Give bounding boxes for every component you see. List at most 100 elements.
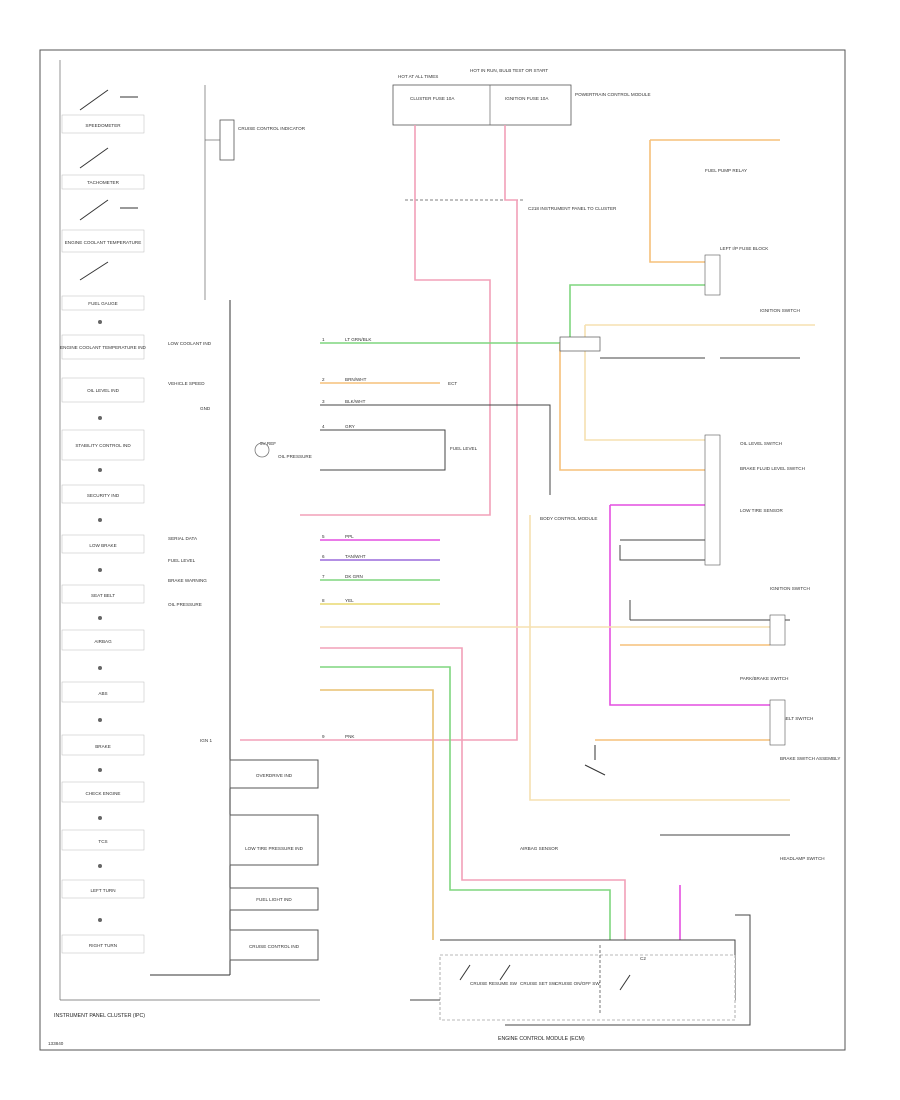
footer-code: 133840 bbox=[48, 1041, 64, 1046]
center-connector: BODY CONTROL MODULE bbox=[540, 336, 601, 521]
pin-row: 1 LT GRN/BLK LOW COOLANT IND bbox=[168, 337, 372, 346]
right-connectors bbox=[704, 254, 786, 746]
pin-row: 3 BLK/WHT GND bbox=[200, 399, 366, 411]
wires bbox=[240, 125, 815, 940]
svg-text:IGN 1: IGN 1 bbox=[200, 738, 212, 743]
svg-text:5: 5 bbox=[322, 534, 325, 539]
cluster-item-0: SPEEDOMETER bbox=[61, 89, 145, 134]
cluster-item-11: ABS bbox=[61, 681, 145, 703]
svg-text:SERIAL DATA: SERIAL DATA bbox=[168, 536, 198, 541]
indicator-label: LOW TIRE PRESSURE IND bbox=[245, 846, 304, 851]
component-label: AIRBAG SENSOR bbox=[520, 846, 559, 851]
wire-green-2 bbox=[569, 284, 705, 343]
cluster-item-3: FUEL GAUGE bbox=[61, 261, 145, 311]
cluster-item-label: BRAKE bbox=[95, 744, 111, 749]
component-label: BRAKE SWITCH ASSEMBLY bbox=[780, 756, 840, 761]
svg-text:6: 6 bbox=[322, 554, 325, 559]
cluster-item-label: SPEEDOMETER bbox=[85, 123, 121, 128]
svg-text:YEL: YEL bbox=[345, 598, 354, 603]
bulb-symbols bbox=[98, 320, 102, 922]
pin-row: 7 DK GRN BRAKE WARNING bbox=[168, 574, 363, 583]
cluster-item-6: STABILITY CONTROL IND bbox=[61, 429, 145, 461]
svg-text:LOW COOLANT IND: LOW COOLANT IND bbox=[168, 341, 212, 346]
cluster-item-1: TACHOMETER bbox=[61, 147, 145, 190]
cluster-item-10: AIRBAG bbox=[61, 629, 145, 651]
splice-label: C218 INSTRUMENT PANEL TO CLUSTER bbox=[528, 206, 617, 211]
wire-magenta-2 bbox=[609, 505, 770, 706]
cluster-item-label: RIGHT TURN bbox=[89, 943, 117, 948]
wire-orange-4 bbox=[559, 343, 705, 471]
switch-label: CRUISE ON/OFF SW bbox=[555, 981, 600, 986]
wire-tan-4 bbox=[529, 515, 790, 801]
cluster-title: INSTRUMENT PANEL CLUSTER (IPC) bbox=[54, 1013, 145, 1019]
component-label: PARK/BRAKE SWITCH bbox=[740, 676, 788, 681]
svg-text:FUEL LEVEL: FUEL LEVEL bbox=[168, 558, 196, 563]
cluster-item-2: ENGINE COOLANT TEMPERATURE bbox=[61, 199, 145, 253]
component-label: HEADLAMP SWITCH bbox=[780, 856, 825, 861]
wire-orange-1 bbox=[649, 140, 708, 263]
cluster-item-13: CHECK ENGINE bbox=[61, 781, 145, 803]
cluster-item-label: LOW BRAKE bbox=[89, 543, 116, 548]
svg-text:VEHICLE SPEED: VEHICLE SPEED bbox=[168, 381, 205, 386]
svg-text:PNK: PNK bbox=[345, 734, 355, 739]
pin-rows: 1 LT GRN/BLK LOW COOLANT IND 2 BRN/WHT V… bbox=[168, 337, 372, 743]
cluster-panel: SPEEDOMETER TACHOMETER ENGINE COOLANT TE… bbox=[48, 60, 320, 1046]
wire-pink-main bbox=[300, 125, 491, 516]
ground-icon bbox=[584, 745, 606, 776]
pin-row: 4 GRY 5V REF bbox=[260, 424, 355, 446]
cluster-item-label: CHECK ENGINE bbox=[86, 791, 121, 796]
bottom-switches: CRUISE RESUME SW CRUISE SET SW CRUISE ON… bbox=[439, 945, 736, 1042]
oil-gauge-icon: OIL PRESSURE bbox=[254, 442, 312, 459]
wire-tan-2 bbox=[584, 325, 705, 441]
wire-green-4 bbox=[320, 666, 611, 940]
switch-label: CRUISE RESUME SW bbox=[470, 981, 518, 986]
gauge-name: OIL PRESSURE bbox=[278, 454, 312, 459]
cluster-item-7: SECURITY IND bbox=[61, 484, 145, 504]
cluster-item-label: SECURITY IND bbox=[87, 493, 120, 498]
svg-text:GND: GND bbox=[200, 406, 211, 411]
lower-indicators: OVERDRIVE IND LOW TIRE PRESSURE IND FUEL… bbox=[229, 759, 319, 961]
component-label: FUEL PUMP RELAY bbox=[705, 168, 747, 173]
svg-text:2: 2 bbox=[322, 377, 325, 382]
svg-text:LT GRN/BLK: LT GRN/BLK bbox=[345, 337, 372, 342]
svg-text:BRN/WHT: BRN/WHT bbox=[345, 377, 367, 382]
indicator-label: OVERDRIVE IND bbox=[256, 773, 293, 778]
component-label: BRAKE FLUID LEVEL SWITCH bbox=[740, 466, 805, 471]
cluster-item-label: OIL LEVEL IND bbox=[87, 388, 120, 393]
svg-text:TAN/WHT: TAN/WHT bbox=[345, 554, 366, 559]
bcm-label: BODY CONTROL MODULE bbox=[540, 516, 597, 521]
cluster-item-5: OIL LEVEL IND bbox=[61, 377, 145, 403]
pin-row: 6 TAN/WHT FUEL LEVEL bbox=[168, 554, 366, 563]
cluster-item-label: AIRBAG bbox=[94, 639, 112, 644]
fuse-left-label: HOT AT ALL TIMES bbox=[398, 74, 438, 79]
fuse-block: HOT AT ALL TIMES HOT IN RUN, BULB TEST O… bbox=[392, 68, 651, 211]
gauge-name: ECT bbox=[448, 381, 457, 386]
switch-label: CRUISE SET SW bbox=[520, 981, 557, 986]
wire-pink-ign bbox=[240, 125, 518, 741]
gauge-name: FUEL LEVEL bbox=[450, 446, 478, 451]
component-label: LOW TIRE SENSOR bbox=[740, 508, 783, 513]
cluster-item-label: TCS bbox=[98, 839, 107, 844]
component-label: SEAT BELT SWITCH bbox=[770, 716, 813, 721]
cluster-item-16: RIGHT TURN bbox=[61, 934, 145, 954]
right-components: FUEL PUMP RELAY LEFT I/P FUSE BLOCK IGNI… bbox=[520, 168, 840, 861]
svg-text:BLK/WHT: BLK/WHT bbox=[345, 399, 366, 404]
relay-label: POWERTRAIN CONTROL MODULE bbox=[575, 92, 651, 97]
cluster-item-label: ENGINE COOLANT TEMPERATURE bbox=[65, 240, 142, 245]
svg-text:DK GRN: DK GRN bbox=[345, 574, 363, 579]
cluster-item-8: LOW BRAKE bbox=[61, 534, 145, 554]
cluster-item-label: FUEL GAUGE bbox=[88, 301, 117, 306]
cluster-item-9: SEAT BELT bbox=[61, 584, 145, 604]
indicator-label: FUEL LIGHT IND bbox=[256, 897, 292, 902]
indicator-label: CRUISE CONTROL IND bbox=[249, 944, 300, 949]
fuse-b: IGNITION FUSE 10A bbox=[505, 96, 549, 101]
gauge-label: CRUISE CONTROL INDICATOR bbox=[238, 126, 306, 131]
svg-text:1: 1 bbox=[322, 337, 325, 342]
cluster-item-label: STABILITY CONTROL IND bbox=[75, 443, 131, 448]
ecm-label: ENGINE CONTROL MODULE (ECM) bbox=[498, 1036, 585, 1042]
svg-text:OIL PRESSURE: OIL PRESSURE bbox=[168, 602, 202, 607]
svg-text:BRAKE WARNING: BRAKE WARNING bbox=[168, 578, 207, 583]
wire-pink-2 bbox=[320, 647, 626, 940]
svg-text:9: 9 bbox=[322, 734, 325, 739]
